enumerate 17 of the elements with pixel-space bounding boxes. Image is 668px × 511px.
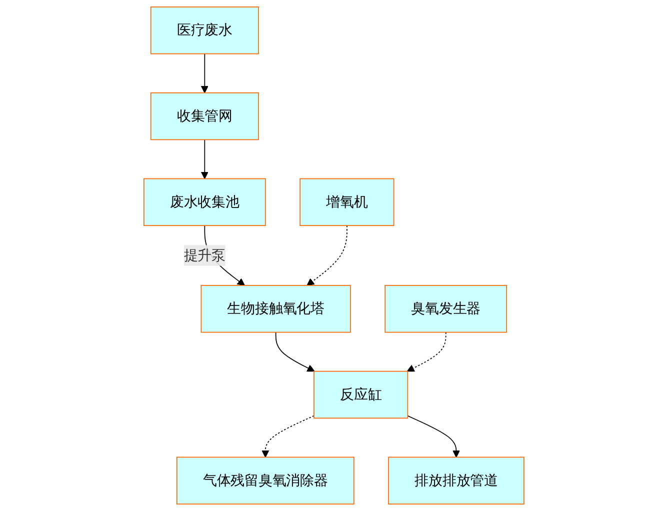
node-box: 反应缸 [314, 370, 408, 419]
arrow [200, 53, 209, 94]
arrow [200, 139, 209, 180]
node-box: 废水收集池 [144, 178, 266, 226]
arrow [262, 415, 314, 458]
node-box: 生物接触氧化塔 [200, 285, 351, 333]
node-box: 排放排放管道 [388, 456, 524, 504]
node-box: 医疗废水 [150, 6, 259, 54]
arrow [275, 332, 315, 372]
node-box: 臭氧发生器 [384, 285, 508, 333]
node-box: 增氧机 [300, 178, 394, 226]
arrow [306, 225, 348, 286]
arrow [407, 415, 460, 458]
edge-label: 提升泵 [184, 246, 226, 264]
arrow [406, 332, 446, 372]
node-box: 收集管网 [150, 92, 259, 140]
node-box: 气体残留臭氧消除器 [176, 456, 354, 504]
